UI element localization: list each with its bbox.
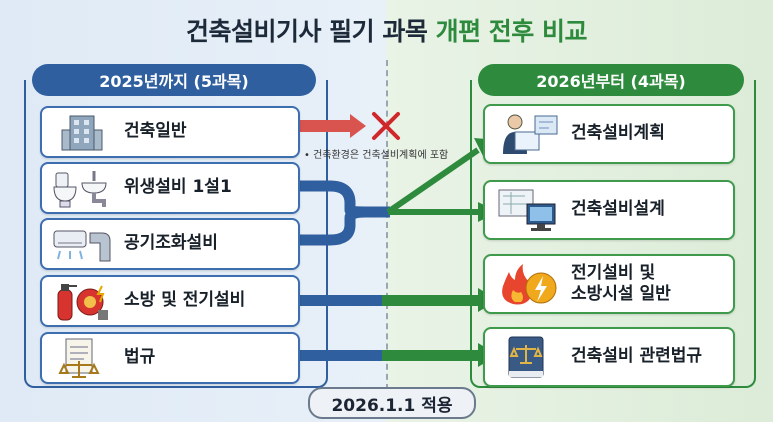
old-subject-law: 법규 bbox=[40, 332, 300, 384]
new-subject-label: 전기설비 및 소방시설 일반 bbox=[571, 262, 671, 304]
new-subject-label: 건축설비계획 bbox=[571, 123, 665, 144]
removed-arrow bbox=[300, 112, 400, 140]
air-conditioner-duct-icon bbox=[50, 222, 114, 266]
merge-arrow bbox=[300, 180, 390, 246]
left-panel-header: 2025년까지 (5과목) bbox=[32, 64, 316, 96]
fire-electric-icon bbox=[493, 262, 563, 306]
removed-subject-note: • 건축환경은 건축설비계획에 포함 bbox=[304, 150, 449, 161]
old-subject-hvac: 공기조화설비 bbox=[40, 218, 300, 270]
old-subject-label: 건축일반 bbox=[124, 121, 187, 142]
old-subject-plumbing: 위생설비 1설1 bbox=[40, 162, 300, 214]
title-main: 건축설비기사 필기 과목 bbox=[185, 17, 436, 46]
engineer-blueprint-icon bbox=[493, 112, 563, 156]
fire-arrow bbox=[300, 288, 498, 312]
toilet-sink-icon bbox=[50, 166, 114, 210]
new-subject-electric-fire: 전기설비 및 소방시설 일반 bbox=[483, 254, 735, 314]
right-panel-header: 2026년부터 (4과목) bbox=[478, 64, 744, 96]
old-subject-label: 공기조화설비 bbox=[124, 233, 218, 254]
removed-x-icon bbox=[372, 112, 400, 140]
law-document-scale-icon bbox=[50, 336, 114, 380]
old-subject-label: 소방 및 전기설비 bbox=[124, 290, 246, 311]
old-subject-building: 건축일반 bbox=[40, 106, 300, 158]
new-subject-label: 건축설비 관련법규 bbox=[571, 346, 703, 367]
right-panel bbox=[470, 80, 756, 388]
drafting-computer-icon bbox=[493, 188, 563, 232]
new-subject-planning: 건축설비계획 bbox=[483, 104, 735, 164]
old-subject-label: 법규 bbox=[124, 347, 156, 368]
law-arrow bbox=[300, 343, 498, 367]
left-panel bbox=[24, 80, 328, 388]
new-subject-law: 건축설비 관련법규 bbox=[483, 327, 735, 387]
building-icon bbox=[50, 110, 114, 154]
title-highlight: 개편 전후 비교 bbox=[435, 17, 588, 46]
effective-date-badge: 2026.1.1 적용 bbox=[308, 387, 476, 419]
fire-extinguisher-bell-icon bbox=[50, 279, 114, 323]
new-subject-label: 건축설비설계 bbox=[571, 199, 665, 220]
old-subject-label: 위생설비 1설1 bbox=[124, 177, 232, 198]
new-subject-design: 건축설비설계 bbox=[483, 180, 735, 240]
center-divider bbox=[386, 60, 388, 390]
law-book-icon bbox=[493, 335, 563, 379]
page-title: 건축설비기사 필기 과목 개편 전후 비교 bbox=[0, 12, 773, 48]
old-subject-fire-electric: 소방 및 전기설비 bbox=[40, 275, 300, 327]
